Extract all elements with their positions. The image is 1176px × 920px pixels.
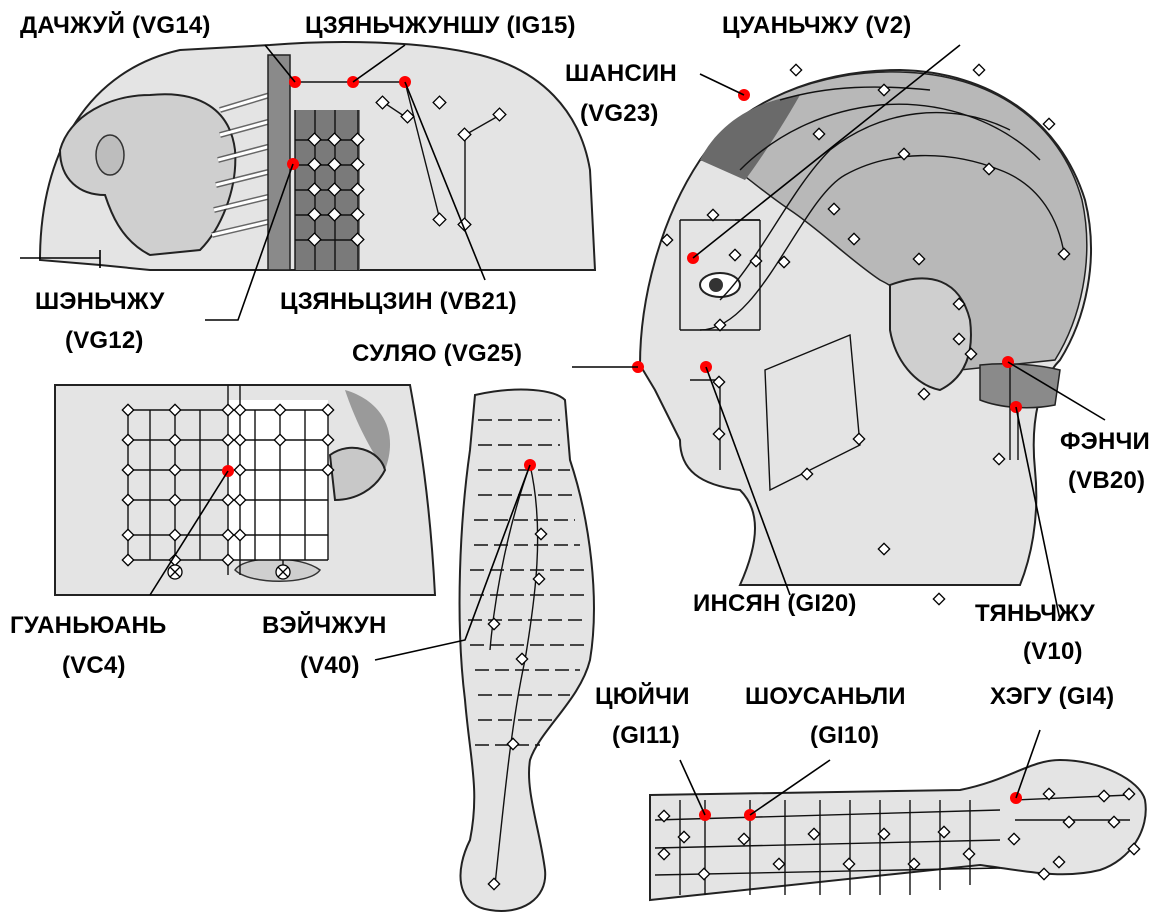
label-yingxiang: ИНСЯН (GI20) [693,590,857,618]
label-fengchi-name: ФЭНЧИ [1060,428,1150,456]
label-tianzhu-name: ТЯНЬЧЖУ [975,600,1095,628]
label-cuanzhu: ЦУАНЬЧЖУ (V2) [722,12,911,40]
arm-figure [650,730,1146,900]
label-jianjing: ЦЗЯНЬЦЗИН (VB21) [280,288,517,316]
label-weizhong-name: ВЭЙЧЖУН [262,612,386,640]
label-shenzhu-code: (VG12) [65,327,144,355]
label-jianzhongshu: ЦЗЯНЬЧЖУНШУ (IG15) [305,12,576,40]
label-guanyuan-code: (VC4) [62,652,126,680]
label-shousanli-code: (GI10) [810,722,879,750]
label-weizhong-code: (V40) [300,652,360,680]
label-shousanli-name: ШОУСАНЬЛИ [745,683,906,711]
label-quchi-code: (GI11) [612,722,680,750]
label-tianzhu-code: (V10) [1023,638,1083,666]
back-figure [20,42,595,270]
label-shangxing-code: (VG23) [580,100,659,128]
label-dazhui: ДАЧЖУЙ (VG14) [20,12,211,40]
label-shangxing-name: ШАНСИН [565,60,677,88]
label-fengchi-code: (VB20) [1068,467,1145,495]
abdomen-figure [55,385,435,595]
label-quchi-name: ЦЮЙЧИ [595,683,690,711]
head-figure [572,45,1105,620]
label-hegu: ХЭГУ (GI4) [990,683,1114,711]
label-suliao: СУЛЯО (VG25) [352,340,522,368]
label-shenzhu-name: ШЭНЬЧЖУ [35,288,164,316]
label-guanyuan-name: ГУАНЬЮАНЬ [10,612,167,640]
